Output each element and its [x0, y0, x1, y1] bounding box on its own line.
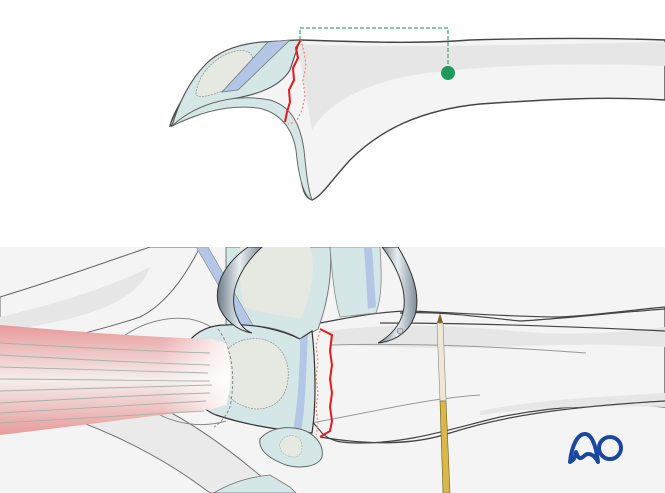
- blue-strip-mid: [292, 335, 308, 439]
- fracture-line-dotted: [315, 330, 321, 436]
- ao-logo-text: AO: [566, 430, 589, 434]
- tendon-fibers: [0, 342, 213, 424]
- distal-shade-lower: [480, 393, 665, 415]
- marker-dot: [441, 66, 455, 80]
- cartilage-blue-strip: [220, 39, 292, 93]
- distal-phalanx-lateral-view: [168, 27, 665, 201]
- capsule-dashed-arc: [213, 328, 234, 428]
- volar-lip: [171, 97, 313, 201]
- proximal-shade: [0, 267, 150, 333]
- joint-capsule-inner: [221, 338, 289, 410]
- bottom-illustration-panel: [0, 247, 665, 493]
- inner-contour-lower: [299, 394, 481, 426]
- ao-logo-a: [568, 432, 600, 464]
- ao-logo: AO: [566, 430, 623, 464]
- k-wire-tip: [437, 313, 443, 323]
- volar-outline: [319, 400, 665, 444]
- lower-bone-edge: [213, 474, 297, 493]
- measurement-bracket: [299, 27, 449, 72]
- distal-shade-upper: [330, 325, 665, 348]
- volar-plate-inner: [279, 435, 303, 458]
- ao-logo-o: [597, 435, 623, 461]
- forceps-tip-contact: [396, 327, 404, 335]
- top-illustration-panel: [0, 0, 665, 215]
- fracture-line: [319, 328, 334, 438]
- forceps-right-jaw: [377, 247, 418, 344]
- fracture-line-dotted: [287, 39, 307, 125]
- head-inner: [239, 247, 313, 319]
- blue-strip-right: [364, 247, 376, 309]
- inner-contour: [329, 343, 587, 354]
- forceps-left-jaw: [216, 247, 263, 334]
- bone-shade: [300, 42, 665, 130]
- fracture-reduction-view: [0, 247, 665, 493]
- fracture-line: [284, 39, 302, 123]
- k-wire: [439, 400, 451, 493]
